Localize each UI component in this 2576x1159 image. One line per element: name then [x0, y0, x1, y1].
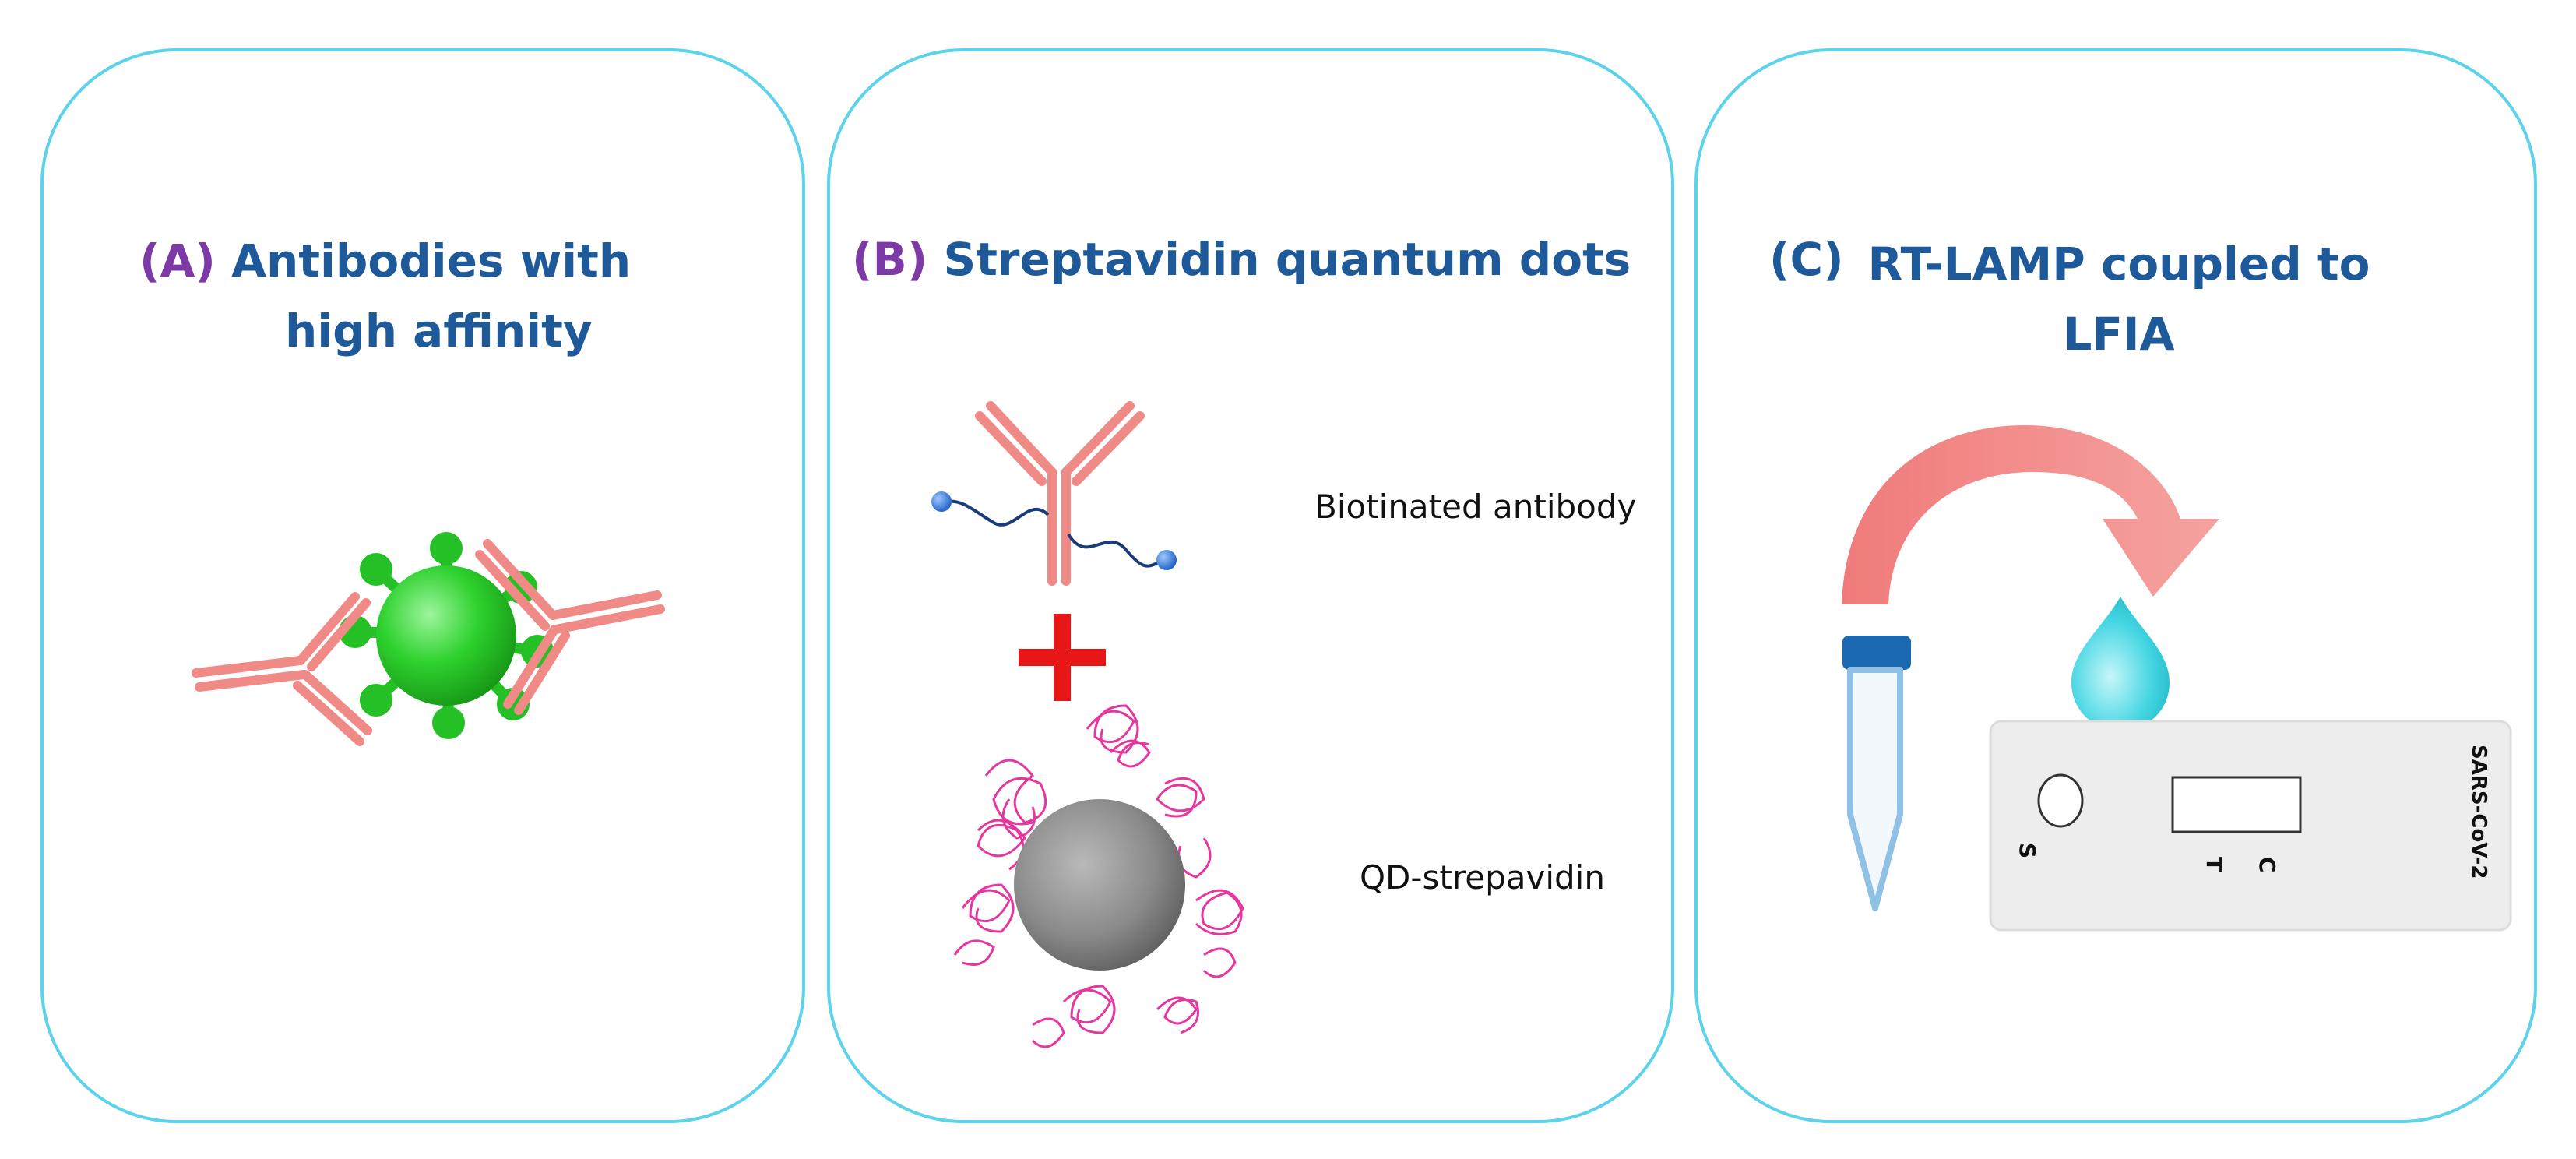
rt-lamp-lfia-illustration [1842, 425, 2512, 932]
strip-name-label: SARS-CoV-2 [2467, 745, 2490, 879]
panel-c-letter: (C) [1769, 233, 1844, 286]
biotin-bead-right-icon [1156, 550, 1177, 570]
plus-icon [1019, 614, 1106, 701]
reaction-tube-icon [1842, 636, 1911, 911]
panel-a-title-line2: high affinity [285, 305, 593, 358]
panel-a: (A) Antibodies with high affinity [40, 48, 805, 1123]
panel-c: (C) RT-LAMP coupled to LFIA [1694, 48, 2537, 1123]
panel-c-title-line2: LFIA [2063, 308, 2175, 361]
streptavidin-coils [953, 704, 1244, 1048]
streptavidin-qd-illustration [931, 401, 1244, 1048]
panel-a-title-line1: (A) Antibodies with [139, 234, 632, 287]
strip-label-c: C [2254, 857, 2280, 873]
biotinated-antibody-label: Biotinated antibody [1314, 488, 1637, 526]
biotin-linkers [946, 499, 1162, 568]
transfer-arrow-icon [1842, 425, 2219, 604]
strip-label-t: T [2201, 857, 2227, 872]
panel-b: (B) Streptavidin quantum dots Biotinated… [827, 48, 1674, 1123]
sample-well-icon [2037, 773, 2084, 828]
antibody-virus-complex-illustration [192, 532, 665, 746]
antibody-left-icon [192, 592, 372, 746]
sample-drop-icon [2071, 597, 2170, 731]
panel-a-letter: (A) [139, 234, 216, 287]
biotinated-antibody-icon [975, 401, 1145, 586]
virus-icon [376, 565, 516, 706]
strip-label-s: S [2015, 843, 2040, 859]
panel-b-title: (B) Streptavidin quantum dots [852, 233, 1631, 286]
biotin-bead-left-icon [931, 491, 952, 512]
panel-c-title-line1: RT-LAMP coupled to [1867, 238, 2370, 291]
lateral-flow-strip [1989, 720, 2512, 932]
result-window [2171, 776, 2302, 833]
panel-b-letter: (B) [852, 233, 928, 286]
qd-streptavidin-label: QD-strepavidin [1360, 858, 1605, 897]
antibody-right-icon [475, 539, 665, 715]
quantum-dot-icon [1014, 799, 1185, 971]
